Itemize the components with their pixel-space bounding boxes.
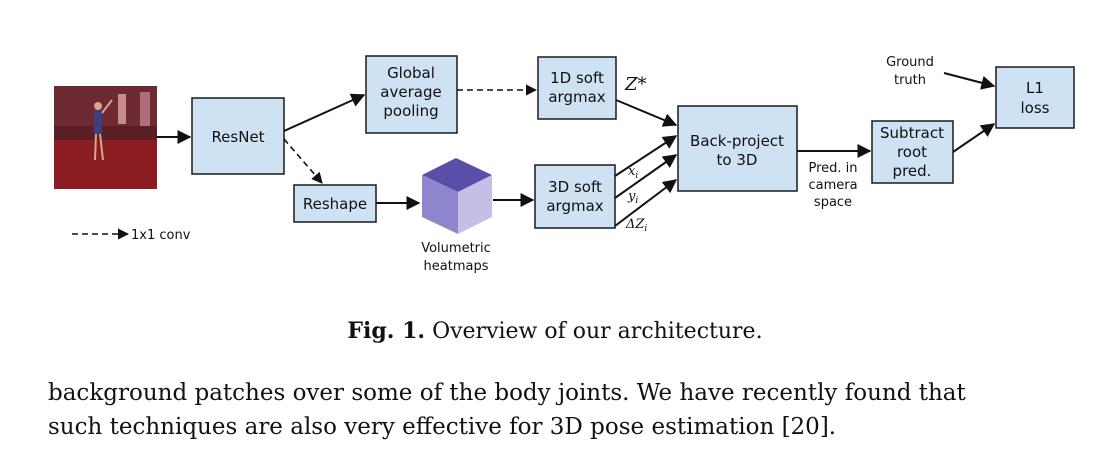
legend-label: 1x1 conv bbox=[131, 228, 191, 243]
edge-soft3d-backproject-y bbox=[614, 154, 678, 199]
l1-label-1: L1 bbox=[1026, 79, 1044, 97]
subtract-label-1: Subtract bbox=[880, 124, 944, 142]
ground-truth-label-1: Ground bbox=[886, 55, 934, 70]
figure-caption-text: Overview of our architecture. bbox=[425, 319, 763, 344]
soft3d-label-2: argmax bbox=[546, 197, 603, 215]
subtract-label-3: pred. bbox=[893, 162, 932, 180]
l1-label-2: loss bbox=[1021, 99, 1050, 117]
body-paragraph: background patches over some of the body… bbox=[48, 376, 1078, 444]
reshape-label: Reshape bbox=[303, 195, 367, 213]
volumetric-label-1: Volumetric bbox=[421, 241, 491, 256]
edge-groundtruth-l1 bbox=[943, 72, 996, 90]
soft1d-label-1: 1D soft bbox=[550, 69, 604, 87]
edge-soft1d-backproject bbox=[615, 99, 678, 127]
l1-loss-box bbox=[995, 66, 1075, 129]
soft1d-label-2: argmax bbox=[548, 88, 605, 106]
edge-resnet-reshape bbox=[283, 138, 323, 184]
z-star-label: Z* bbox=[624, 74, 647, 95]
backproject-label-2: to 3D bbox=[717, 151, 758, 169]
edge-soft3d-backproject-x bbox=[614, 135, 678, 177]
gap-label-3: pooling bbox=[383, 102, 438, 120]
backproject-label-1: Back-project bbox=[690, 132, 784, 150]
edge-soft3d-backproject-z bbox=[614, 179, 678, 227]
paragraph-line-2: such techniques are also very effective … bbox=[48, 414, 837, 440]
ground-truth-label-2: truth bbox=[894, 73, 926, 88]
subtract-label-2: root bbox=[897, 143, 927, 161]
resnet-box bbox=[191, 97, 285, 175]
edge-subtract-l1 bbox=[952, 123, 996, 153]
gap-label-2: average bbox=[380, 83, 441, 101]
pred-camera-label-3: space bbox=[814, 195, 852, 210]
xi-label: xi bbox=[628, 164, 638, 181]
figure-caption: Fig. 1. Overview of our architecture. bbox=[0, 318, 1110, 344]
figure-caption-label: Fig. 1. bbox=[347, 318, 426, 344]
input-photo bbox=[54, 86, 157, 189]
delta-zi-label: ΔZi bbox=[625, 217, 647, 234]
back-project-box bbox=[677, 105, 798, 192]
gap-label-1: Global bbox=[387, 64, 435, 82]
yi-label: yi bbox=[627, 189, 638, 206]
soft-argmax-3d-box bbox=[534, 164, 616, 229]
soft3d-label-1: 3D soft bbox=[548, 178, 602, 196]
edge-resnet-gap bbox=[283, 93, 366, 132]
subtract-root-box bbox=[871, 120, 954, 184]
architecture-diagram: ResNet Global average pooling 1D soft ar… bbox=[54, 55, 1075, 274]
resnet-label: ResNet bbox=[211, 128, 264, 146]
pred-camera-label-1: Pred. in bbox=[808, 161, 857, 176]
soft-argmax-1d-box bbox=[537, 56, 617, 120]
paragraph-line-1: background patches over some of the body… bbox=[48, 380, 966, 406]
pred-camera-label-2: camera bbox=[808, 178, 857, 193]
volumetric-heatmap-cube bbox=[422, 158, 492, 234]
volumetric-label-2: heatmaps bbox=[424, 259, 489, 274]
global-average-pooling-box bbox=[365, 55, 458, 134]
